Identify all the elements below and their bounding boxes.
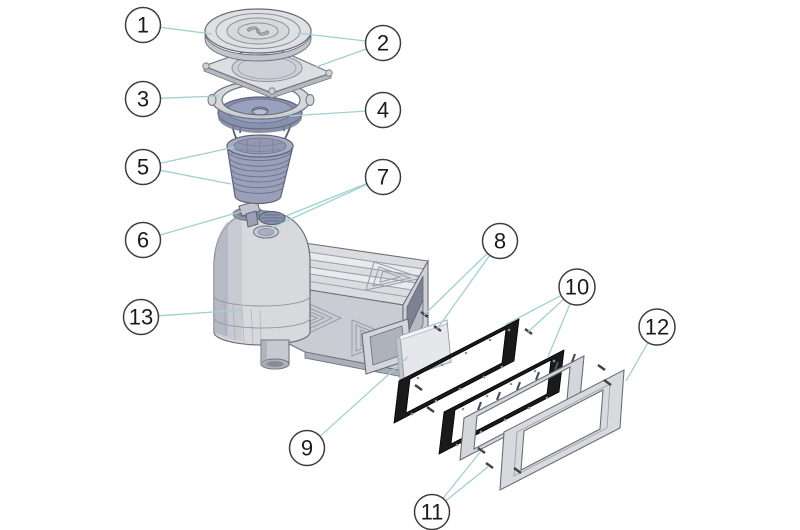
callout-circle-1 — [124, 6, 162, 44]
callout-circle-5 — [124, 148, 162, 186]
deck-lid-logo — [246, 26, 270, 36]
leader-line-6 — [159, 210, 244, 236]
callout-circle-12 — [638, 308, 676, 346]
leader-line-10 — [547, 303, 571, 358]
callout-label-10: 10 — [565, 275, 589, 300]
callout-circle-7 — [364, 158, 402, 196]
gasket-1-frame — [393, 318, 520, 424]
deck-frame-corner-tab — [325, 69, 333, 77]
leader-line-8 — [423, 252, 488, 316]
outlet-pipe-bore — [266, 361, 284, 367]
basket-coil-ribs — [227, 151, 292, 194]
callout-label-12: 12 — [645, 315, 669, 340]
basket-clip-tab — [245, 210, 259, 228]
clamp-ring-boss-right — [305, 94, 315, 106]
screw — [414, 384, 423, 391]
clamp-ring-boss-left — [207, 94, 217, 106]
callout-label-1: 1 — [137, 13, 149, 38]
tank-shade-left-dark — [214, 221, 228, 336]
tank-seam-line — [213, 295, 311, 307]
screw — [426, 406, 435, 413]
gasket-2-frame — [438, 349, 565, 455]
leader-line-9 — [319, 356, 409, 437]
screw — [603, 379, 612, 386]
leader-line-10 — [527, 298, 565, 333]
gasket-2-holes — [455, 359, 556, 447]
clamp-ring — [207, 80, 315, 120]
trim-frame-bezel — [499, 369, 625, 491]
leader-line-2 — [315, 48, 367, 68]
leader-line-11 — [445, 465, 490, 502]
leader-line-7 — [285, 182, 368, 217]
leader-line-12 — [625, 342, 649, 382]
callout-circle-10 — [558, 268, 596, 306]
plug-port-lower-bore — [257, 228, 275, 236]
leader-line-13 — [158, 309, 243, 317]
inner-lid-handle — [251, 107, 269, 112]
callout-label-6: 6 — [137, 228, 149, 253]
deck-lid-ring — [215, 13, 301, 49]
clamp-ring-front-shade — [214, 104, 308, 118]
callout-label-5: 5 — [137, 155, 149, 180]
screw — [477, 447, 486, 454]
leader-line-7 — [268, 183, 368, 230]
gasket-1 — [393, 318, 520, 424]
callout-circle-4 — [364, 91, 402, 129]
callout-circle-2 — [364, 24, 402, 62]
gasket-1-holes — [410, 328, 511, 416]
leader-line-8 — [436, 254, 491, 330]
screw — [485, 462, 494, 469]
leader-line-2 — [296, 32, 366, 42]
tank-body — [213, 207, 311, 370]
chevron-pattern-top — [365, 261, 425, 291]
weir-plate-top-edge — [399, 319, 448, 341]
leader-line-1 — [160, 26, 213, 35]
plug-cap-ribs — [261, 214, 283, 222]
callout-label-11: 11 — [421, 500, 444, 525]
tank-seam-line — [213, 317, 311, 329]
basket-mesh — [237, 137, 283, 155]
callout-circle-9 — [288, 429, 326, 467]
leader-line-5 — [159, 146, 236, 164]
leader-line-4 — [288, 110, 366, 117]
callout-circle-6 — [124, 221, 162, 259]
callout-label-3: 3 — [137, 87, 149, 112]
callout-circle-3 — [124, 80, 162, 118]
mounting-frame-studs — [476, 353, 577, 411]
leader-lines — [158, 26, 649, 502]
plug-caps — [253, 211, 286, 239]
outlet-pipe — [260, 339, 290, 370]
inner-lid-bottom-band — [218, 113, 302, 133]
callout-label-4: 4 — [377, 98, 389, 123]
callout-circle-8 — [481, 222, 519, 260]
callout-circle-13 — [122, 298, 160, 336]
leader-line-11 — [442, 450, 482, 499]
trim-frame — [499, 369, 625, 491]
callout-label-13: 13 — [129, 305, 153, 330]
gasket-2 — [438, 349, 565, 455]
deck-frame-corner-tab — [202, 62, 210, 70]
deck-lid-ring — [237, 22, 279, 40]
screw — [597, 364, 606, 371]
callout-label-2: 2 — [377, 31, 389, 56]
tank-streak-lines — [223, 299, 262, 346]
deck-lid — [204, 8, 312, 62]
callout-label-9: 9 — [301, 436, 313, 461]
skimmer-basket — [226, 119, 294, 205]
deck-frame-corner-tab — [268, 87, 276, 95]
basket-clip — [238, 200, 261, 228]
trim-frame-step-line — [513, 383, 611, 477]
deck-lid-rim-band — [204, 32, 312, 62]
callout-label-8: 8 — [494, 229, 506, 254]
callout-label-7: 7 — [377, 165, 389, 190]
outlet-pipe-shade — [261, 340, 267, 368]
leader-line-10 — [504, 294, 562, 326]
leader-line-3 — [160, 95, 220, 99]
leader-line-5 — [160, 169, 232, 185]
screw — [513, 467, 522, 474]
